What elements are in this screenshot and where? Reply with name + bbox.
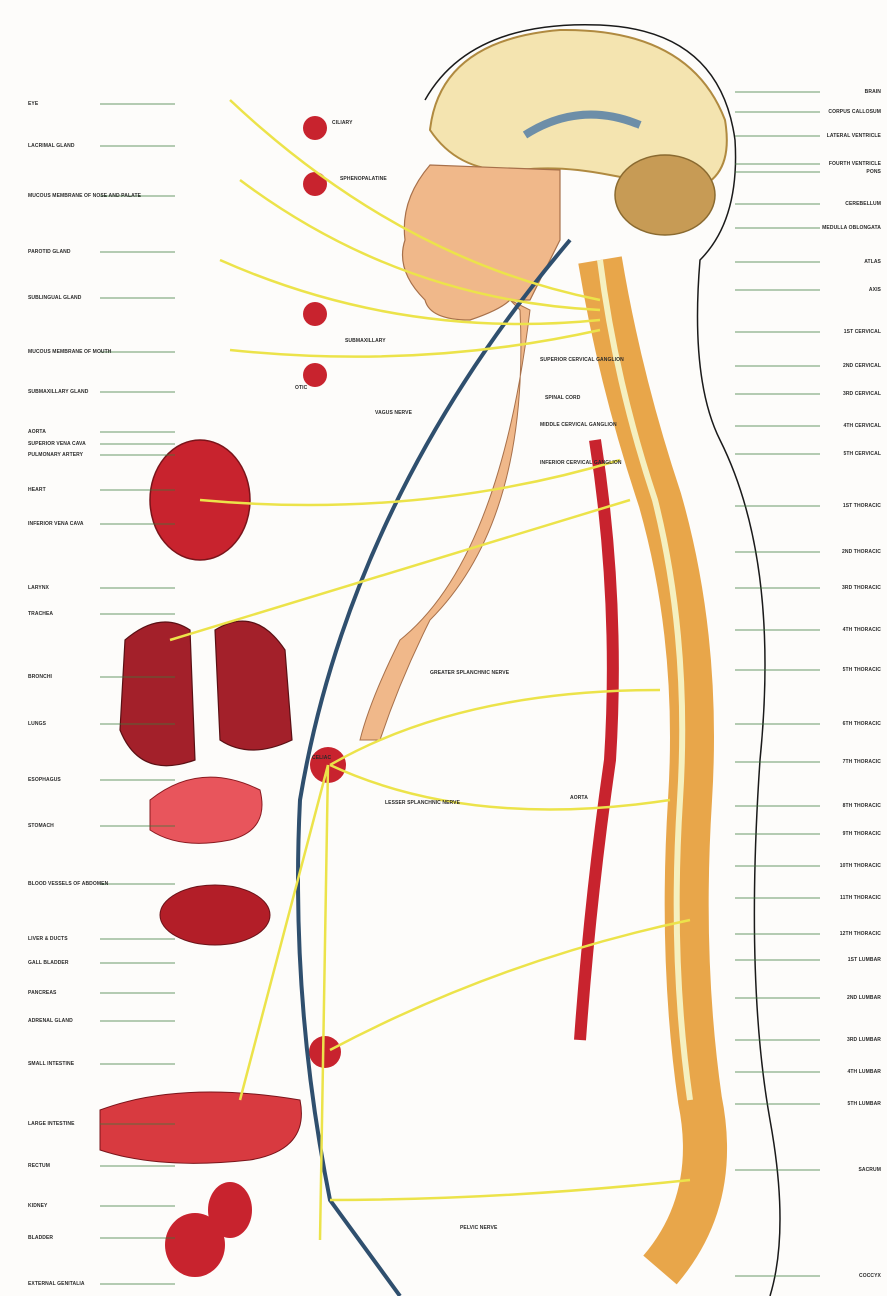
label-inner-12: AORTA (570, 795, 588, 801)
label-right-13: 5TH CERVICAL (843, 451, 881, 457)
label-right-18: 5TH THORACIC (843, 667, 881, 673)
label-right-19: 6TH THORACIC (843, 721, 881, 727)
label-right-23: 10TH THORACIC (840, 863, 881, 869)
face (403, 165, 561, 320)
label-right-9: 1ST CERVICAL (844, 329, 881, 335)
label-inner-3: SUBMAXILLARY (345, 338, 386, 344)
label-left-18: BLOOD VESSELS OF ABDOMEN (28, 881, 108, 887)
label-right-12: 4TH CERVICAL (843, 423, 881, 429)
ciliary-ganglion (303, 116, 327, 140)
label-right-22: 9TH THORACIC (843, 831, 881, 837)
label-inner-13: PELVIC NERVE (460, 1225, 497, 1231)
label-left-4: SUBLINGUAL GLAND (28, 295, 81, 301)
label-inner-2: OTIC (295, 385, 307, 391)
label-left-27: BLADDER (28, 1235, 53, 1241)
label-left-17: STOMACH (28, 823, 54, 829)
bladder (165, 1213, 225, 1277)
label-right-15: 2ND THORACIC (842, 549, 881, 555)
label-right-11: 3RD CERVICAL (843, 391, 881, 397)
pelvic-ganglion (309, 1036, 341, 1068)
intestines (100, 1092, 301, 1163)
label-inner-1: SPHENOPALATINE (340, 176, 387, 182)
label-left-11: INFERIOR VENA CAVA (28, 521, 84, 527)
label-right-26: 1ST LUMBAR (848, 957, 881, 963)
label-inner-10: LESSER SPLANCHNIC NERVE (385, 800, 460, 806)
submaxillary-ganglion (303, 363, 327, 387)
label-right-28: 3RD LUMBAR (847, 1037, 881, 1043)
label-left-13: TRACHEA (28, 611, 53, 617)
label-left-14: BRONCHI (28, 674, 52, 680)
label-right-16: 3RD THORACIC (842, 585, 881, 591)
liver (160, 885, 270, 945)
label-left-20: GALL BLADDER (28, 960, 69, 966)
label-inner-5: SUPERIOR CERVICAL GANGLION (540, 357, 624, 363)
label-right-24: 11TH THORACIC (840, 895, 881, 901)
label-left-28: EXTERNAL GENITALIA (28, 1281, 85, 1287)
label-right-29: 4TH LUMBAR (848, 1069, 882, 1075)
label-right-6: MEDULLA OBLONGATA (822, 225, 881, 231)
label-inner-0: CILIARY (332, 120, 353, 126)
label-right-7: ATLAS (864, 259, 881, 265)
label-left-7: AORTA (28, 429, 46, 435)
label-inner-9: GREATER SPLANCHNIC NERVE (430, 670, 509, 676)
label-left-15: LUNGS (28, 721, 46, 727)
label-right-1: CORPUS CALLOSUM (828, 109, 881, 115)
spinal-column (600, 260, 705, 1270)
label-left-16: ESOPHAGUS (28, 777, 61, 783)
label-right-2: LATERAL VENTRICLE (827, 133, 881, 139)
label-right-27: 2ND LUMBAR (847, 995, 881, 1001)
label-right-25: 12TH THORACIC (840, 931, 881, 937)
otic-ganglion (303, 302, 327, 326)
label-left-2: MUCOUS MEMBRANE OF NOSE AND PALATE (28, 193, 141, 199)
stomach (150, 777, 262, 843)
label-right-31: SACRUM (858, 1167, 881, 1173)
label-left-22: ADRENAL GLAND (28, 1018, 73, 1024)
label-right-14: 1ST THORACIC (843, 503, 881, 509)
label-left-10: HEART (28, 487, 46, 493)
label-right-8: AXIS (869, 287, 881, 293)
label-left-6: SUBMAXILLARY GLAND (28, 389, 88, 395)
label-left-23: SMALL INTESTINE (28, 1061, 74, 1067)
label-right-20: 7TH THORACIC (843, 759, 881, 765)
aorta (580, 440, 613, 1040)
label-right-3: FOURTH VENTRICLE (829, 161, 881, 167)
label-right-0: BRAIN (865, 89, 881, 95)
label-right-21: 8TH THORACIC (843, 803, 881, 809)
label-inner-7: INFERIOR CERVICAL GANGLION (540, 460, 622, 466)
label-left-12: LARYNX (28, 585, 49, 591)
sphenopalatine-ganglion (303, 172, 327, 196)
label-right-5: CEREBELLUM (845, 201, 881, 207)
label-left-9: PULMONARY ARTERY (28, 452, 83, 458)
label-inner-8: VAGUS NERVE (375, 410, 412, 416)
label-left-0: EYE (28, 101, 38, 107)
lungs (120, 621, 292, 766)
label-left-1: LACRIMAL GLAND (28, 143, 75, 149)
label-left-5: MUCOUS MEMBRANE OF MOUTH (28, 349, 112, 355)
cerebellum (615, 155, 715, 235)
label-left-8: SUPERIOR VENA CAVA (28, 441, 86, 447)
label-left-25: RECTUM (28, 1163, 50, 1169)
label-right-32: COCCYX (859, 1273, 881, 1279)
label-inner-6: MIDDLE CERVICAL GANGLION (540, 422, 617, 428)
label-left-3: PAROTID GLAND (28, 249, 71, 255)
label-left-19: LIVER & DUCTS (28, 936, 68, 942)
label-left-26: KIDNEY (28, 1203, 48, 1209)
label-right-10: 2ND CERVICAL (843, 363, 881, 369)
label-left-24: LARGE INTESTINE (28, 1121, 75, 1127)
label-right-17: 4TH THORACIC (843, 627, 881, 633)
label-right-4: PONS (866, 169, 881, 175)
label-right-30: 5TH LUMBAR (848, 1101, 882, 1107)
label-inner-4: SPINAL CORD (545, 395, 580, 401)
label-inner-11: CELIAC (312, 755, 331, 761)
label-left-21: PANCREAS (28, 990, 57, 996)
